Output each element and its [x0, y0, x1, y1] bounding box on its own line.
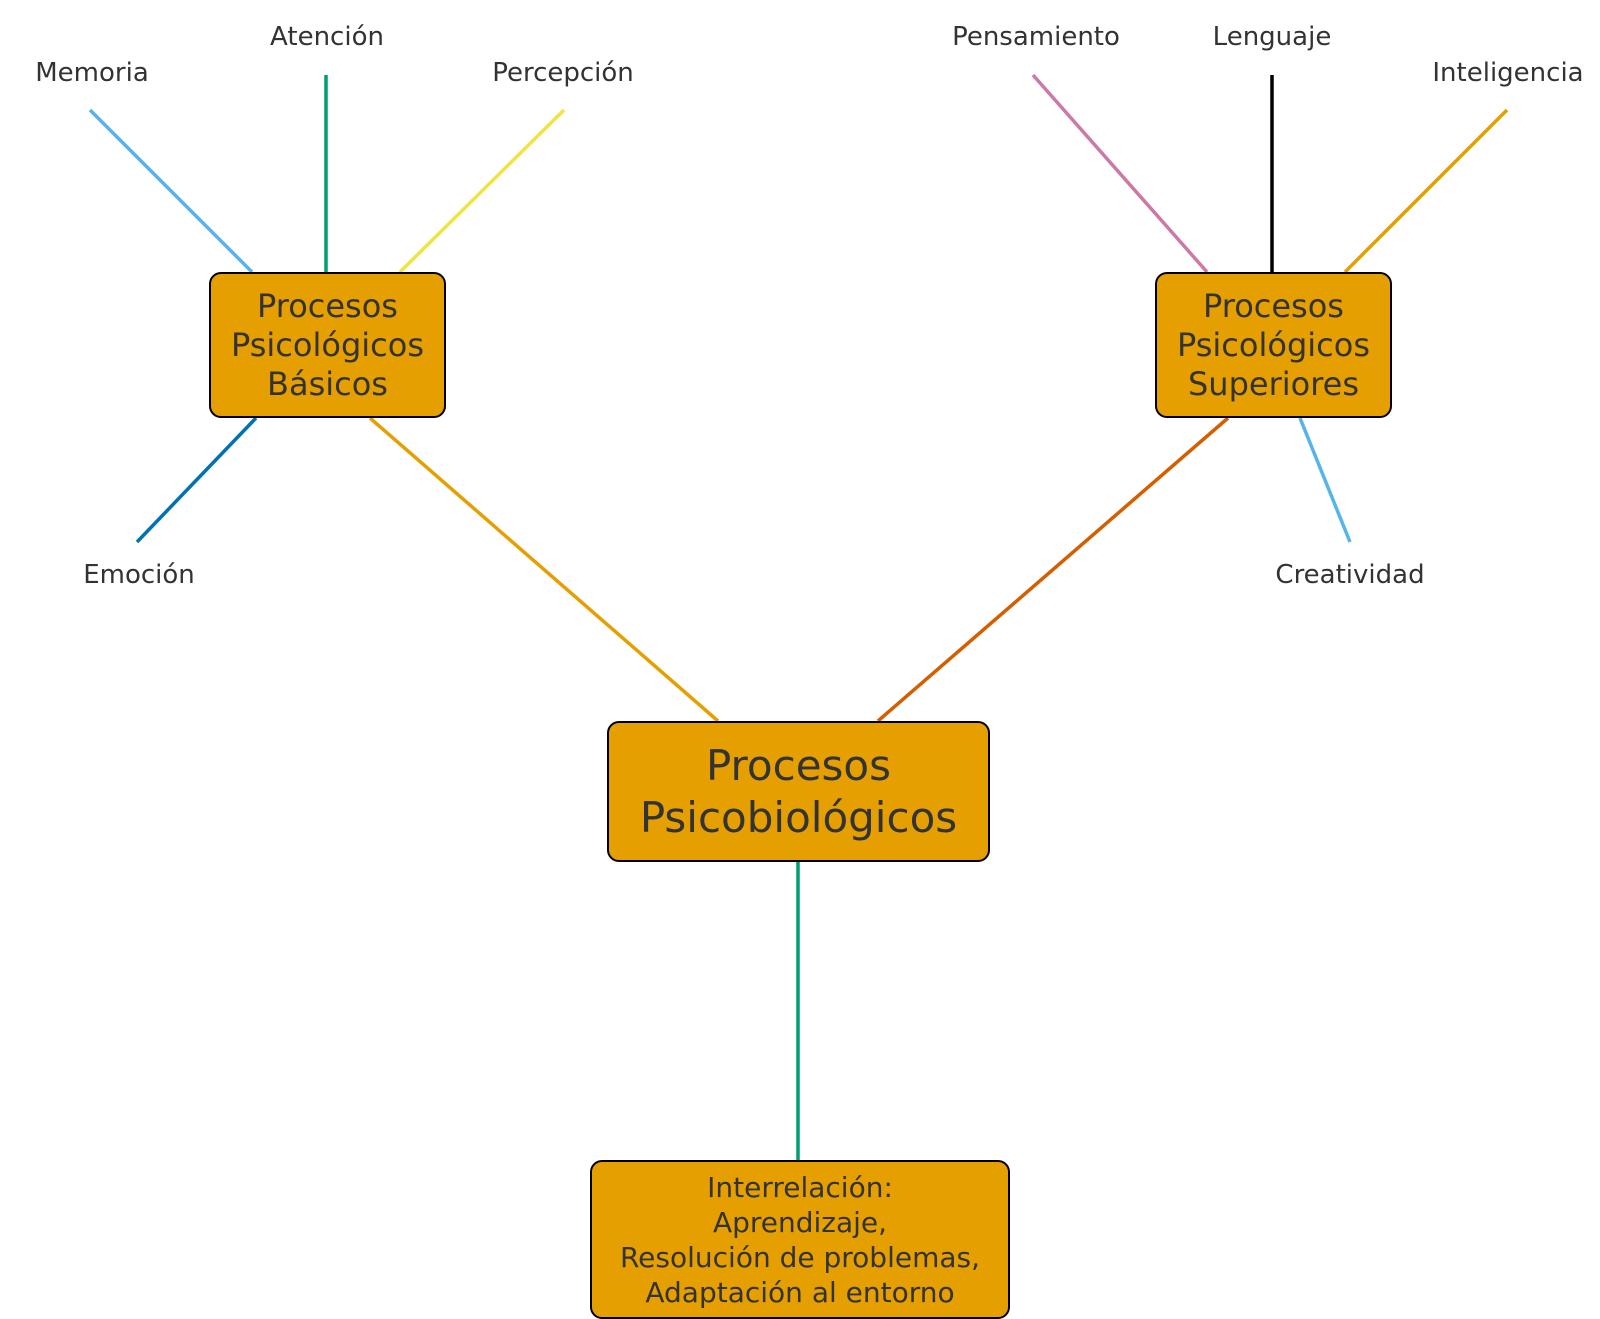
leaf-atencion: Atención	[270, 22, 384, 52]
leaf-creatividad: Creatividad	[1275, 560, 1425, 590]
link-emocion	[135, 416, 258, 544]
leaf-pensamiento: Pensamiento	[952, 22, 1120, 52]
link-inteligencia	[1343, 108, 1509, 274]
leaf-emocion: Emoción	[83, 560, 195, 590]
link-root-basic	[368, 416, 720, 723]
node-interrelacion: Interrelación: Aprendizaje, Resolución d…	[590, 1160, 1010, 1319]
node-label: Procesos Psicobiológicos	[639, 740, 958, 842]
node-procesos-psicobiologicos: Procesos Psicobiológicos	[607, 721, 990, 862]
link-creatividad	[1298, 417, 1352, 543]
node-label: Procesos Psicológicos Básicos	[231, 286, 424, 403]
leaf-percepcion: Percepción	[492, 58, 634, 88]
link-percepcion	[398, 108, 566, 274]
leaf-memoria: Memoria	[35, 58, 149, 88]
leaf-inteligencia: Inteligencia	[1432, 58, 1584, 88]
node-procesos-basicos: Procesos Psicológicos Básicos	[209, 272, 446, 418]
link-root-superior	[876, 416, 1230, 723]
leaf-lenguaje: Lenguaje	[1212, 22, 1332, 52]
link-memoria	[88, 108, 254, 274]
node-label: Procesos Psicológicos Superiores	[1177, 286, 1370, 403]
node-procesos-superiores: Procesos Psicológicos Superiores	[1155, 272, 1392, 418]
link-pensamiento	[1031, 73, 1209, 274]
node-label: Interrelación: Aprendizaje, Resolución d…	[619, 1170, 981, 1309]
